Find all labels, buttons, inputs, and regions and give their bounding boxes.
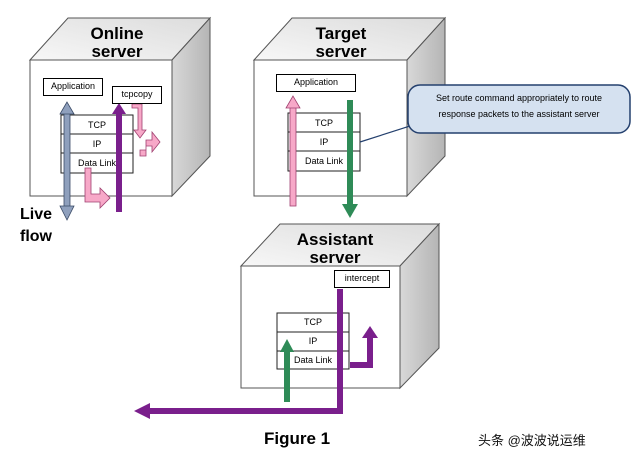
online-application-box: Application (43, 78, 103, 96)
callout-line1: Set route command appropriately to route (435, 93, 603, 103)
target-ip-layer: IP (319, 137, 329, 147)
target-title-line1: Target (315, 24, 367, 43)
online-server-title: Online server (62, 25, 172, 61)
assistant-green-up-arrow (280, 339, 294, 402)
assistant-server-title: Assistant server (280, 231, 390, 267)
route-callout-bubble (359, 84, 631, 143)
route-callout-text: Set route command appropriately to route… (412, 90, 626, 122)
target-title-line2: server (315, 42, 367, 61)
assistant-ip-layer: IP (308, 336, 318, 346)
live-flow-line2: flow (20, 228, 52, 245)
online-pink-bent-arrow (84, 167, 111, 209)
live-flow-double-arrow (59, 101, 75, 221)
online-title-line1: Online (90, 24, 144, 43)
tcpcopy-box: tcpcopy (112, 86, 162, 104)
figure-caption: Figure 1 (264, 429, 331, 448)
target-pink-up-arrow (285, 95, 301, 207)
assistant-purple-path-arrow (134, 289, 343, 419)
target-application-box: Application (276, 74, 356, 92)
target-green-down-arrow (342, 100, 358, 218)
assistant-title-line2: server (309, 248, 361, 267)
online-purple-up-arrow (112, 103, 126, 212)
callout-line2: response packets to the assistant server (438, 109, 600, 119)
online-datalink-layer: Data Link (77, 158, 117, 168)
tcpcopy-pink-arrow (131, 103, 161, 157)
online-title-line2: server (91, 42, 143, 61)
live-flow-line1: Live (20, 206, 53, 223)
assistant-tcp-layer: TCP (304, 317, 322, 327)
assistant-title-line1: Assistant (296, 230, 374, 249)
target-server-title: Target server (286, 25, 396, 61)
intercept-box: intercept (334, 270, 390, 288)
online-tcp-layer: TCP (88, 120, 106, 130)
target-tcp-layer: TCP (315, 118, 333, 128)
online-ip-layer: IP (92, 139, 102, 149)
assistant-purple-bent-arrow (350, 326, 378, 368)
target-datalink-layer: Data Link (304, 156, 344, 166)
watermark-text: 头条 @波波说运维 (478, 433, 586, 448)
assistant-datalink-layer: Data Link (293, 355, 333, 365)
live-flow-label: Live flow (20, 204, 52, 248)
